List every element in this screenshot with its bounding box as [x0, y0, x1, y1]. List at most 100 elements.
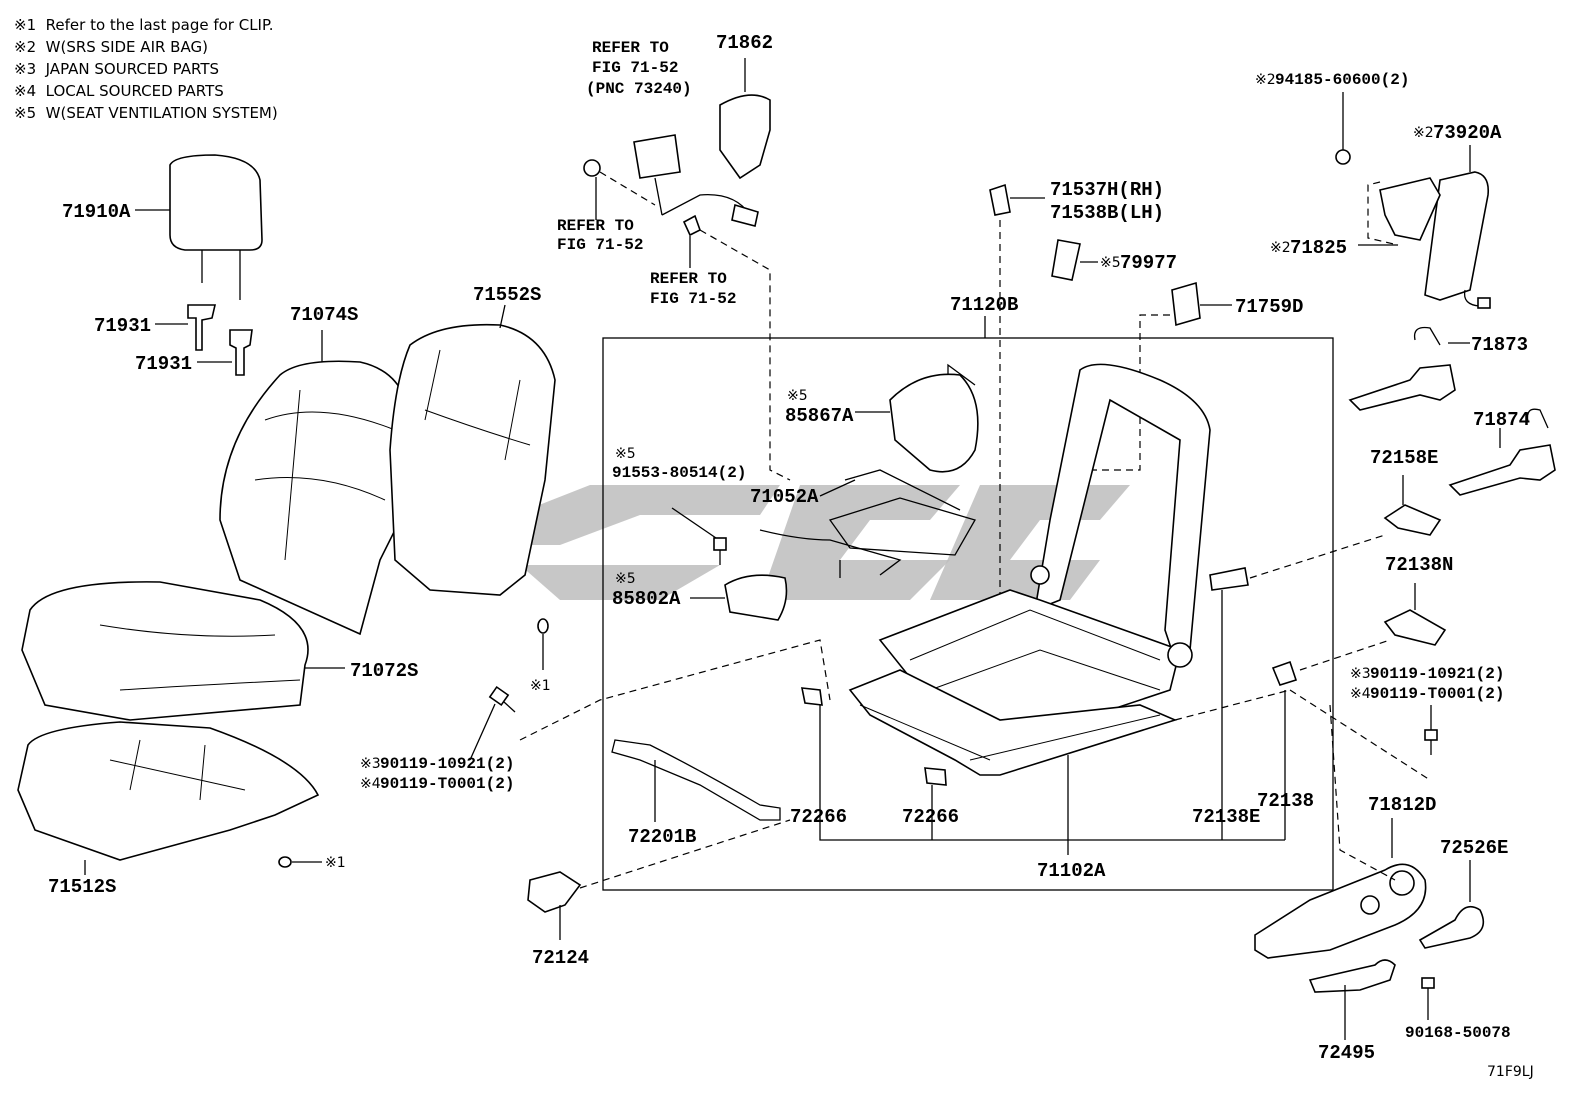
screw-part [713, 537, 727, 565]
label-71074S: 71074S [290, 304, 358, 326]
refer-mid-line2: FIG 71-52 [650, 290, 736, 308]
label-72201B: 72201B [628, 826, 696, 848]
label-72138E: 72138E [1192, 806, 1260, 828]
seat-frame-part [878, 363, 1211, 731]
mark-73920A: ※2 [1413, 125, 1434, 141]
label-71072S: 71072S [350, 660, 418, 682]
label-71825: 71825 [1290, 237, 1347, 259]
label-71910A: 71910A [62, 201, 131, 223]
mark-85867A: ※5 [787, 388, 808, 404]
mark-94185: ※2 [1255, 72, 1276, 88]
bolt-part [488, 685, 516, 713]
mark-71825: ※2 [1270, 240, 1291, 256]
recliner-cover-b-part [1448, 408, 1556, 496]
label-71862: 71862 [716, 32, 773, 54]
refer-top-line1: REFER TO [592, 39, 669, 57]
label-72138N: 72138N [1385, 554, 1453, 576]
label-71102A: 71102A [1037, 860, 1106, 882]
ventilation-fan-upper-part [889, 363, 979, 473]
label-71552S: 71552S [473, 284, 541, 306]
note-japan-parts: ※3 JAPAN SOURCED PARTS [14, 60, 220, 78]
note-ventilation: ※5 W(SEAT VENTILATION SYSTEM) [14, 104, 278, 122]
cover-72158E-part [1383, 504, 1442, 536]
notes-legend: ※1 Refer to the last page for CLIP. ※2 W… [14, 14, 278, 124]
label-72266-a: 72266 [790, 806, 847, 828]
note-local-parts: ※4 LOCAL SOURCED PARTS [14, 82, 224, 100]
recliner-outer-cover-part [1254, 863, 1427, 959]
note-clip: ※1 Refer to the last page for CLIP. [14, 16, 274, 34]
ventilation-fan-lower-part [724, 574, 788, 621]
cover-72138N-part [1383, 609, 1447, 646]
cushion-cover-part [21, 581, 309, 721]
callout-labels: REFER TO FIG 71-52 (PNC 73240) REFER TO … [48, 32, 1534, 1080]
clip-small-part [682, 214, 701, 237]
label-71537H: 71537H(RH) [1050, 179, 1164, 201]
label-72495: 72495 [1318, 1042, 1375, 1064]
label-91553: 91553-80514(2) [612, 464, 746, 482]
label-90168: 90168-50078 [1405, 1024, 1511, 1042]
note-side-airbag: ※2 W(SRS SIDE AIR BAG) [14, 38, 208, 56]
seatbelt-buckle-part [583, 134, 759, 227]
refer-mid-line1: REFER TO [650, 270, 727, 288]
cover-72138-part [1271, 660, 1298, 686]
label-72526E: 72526E [1440, 837, 1508, 859]
label-bolt-japan-right: 90119-10921(2) [1370, 665, 1504, 683]
cushion-pad-part [17, 721, 320, 861]
label-72138: 72138 [1257, 790, 1314, 812]
label-72124: 72124 [532, 947, 589, 969]
lumbar-knob-part [1171, 281, 1201, 327]
screw-right-part [1421, 977, 1435, 1000]
ventilation-label-part [1051, 239, 1081, 281]
seatback-pad-part [389, 323, 556, 596]
label-71759D: 71759D [1235, 296, 1303, 318]
label-73920A: 73920A [1433, 122, 1502, 144]
label-72266-b: 72266 [902, 806, 959, 828]
label-clip-ref-b: ※1 [325, 855, 346, 871]
refer-left-line2: FIG 71-52 [557, 236, 643, 254]
headrest-part [169, 154, 263, 300]
airbag-bracket-part [1379, 177, 1441, 241]
label-71812D: 71812D [1368, 794, 1436, 816]
label-71874: 71874 [1473, 409, 1530, 431]
recliner-lever-part [1418, 905, 1485, 949]
label-85867A: 85867A [785, 405, 854, 427]
mark-85802A: ※5 [615, 571, 636, 587]
label-71931-a: 71931 [94, 315, 151, 337]
headrest-support-parts [187, 304, 253, 376]
recliner-cover-a-part [1348, 326, 1456, 411]
label-71052A: 71052A [750, 486, 819, 508]
seatback-cover-part [219, 360, 411, 636]
refer-top-line3: (PNC 73240) [586, 80, 692, 98]
clip-72266-b-part [924, 767, 947, 786]
belt-guide-part [719, 94, 771, 180]
lever-cover-part [1308, 959, 1396, 993]
label-bolt-japan-left: 90119-10921(2) [380, 755, 514, 773]
cover-72138E-part [1209, 567, 1249, 591]
mark-79977: ※5 [1100, 255, 1121, 271]
frame-assembly-box [602, 337, 1334, 891]
nut-part [1335, 149, 1351, 165]
seat-spring-part [759, 469, 976, 578]
seatback-clip-part [989, 183, 1011, 216]
bolt-right-part [1424, 729, 1438, 755]
mark-91553: ※5 [615, 446, 636, 462]
figure-code: 71F9LJ [1487, 1064, 1534, 1080]
clip-72266-a-part [801, 687, 823, 706]
clip-ref-b-part [278, 856, 292, 868]
label-71873: 71873 [1471, 334, 1528, 356]
mark-local-right: ※4 [1350, 686, 1371, 702]
mark-local-left: ※4 [360, 776, 381, 792]
mark-japan-left: ※3 [360, 756, 381, 772]
mark-japan-right: ※3 [1350, 666, 1371, 682]
wire-72201B-part [611, 739, 781, 821]
side-airbag-part [1424, 171, 1491, 309]
label-71538B: 71538B(LH) [1050, 202, 1164, 224]
label-85802A: 85802A [612, 588, 681, 610]
clip-ref-a-part [537, 618, 549, 634]
label-72158E: 72158E [1370, 447, 1438, 469]
refer-left-line1: REFER TO [557, 217, 634, 235]
label-94185: 94185-60600(2) [1275, 71, 1409, 89]
refer-top-line2: FIG 71-52 [592, 59, 678, 77]
cover-72124-part [527, 871, 582, 913]
label-71512S: 71512S [48, 876, 116, 898]
